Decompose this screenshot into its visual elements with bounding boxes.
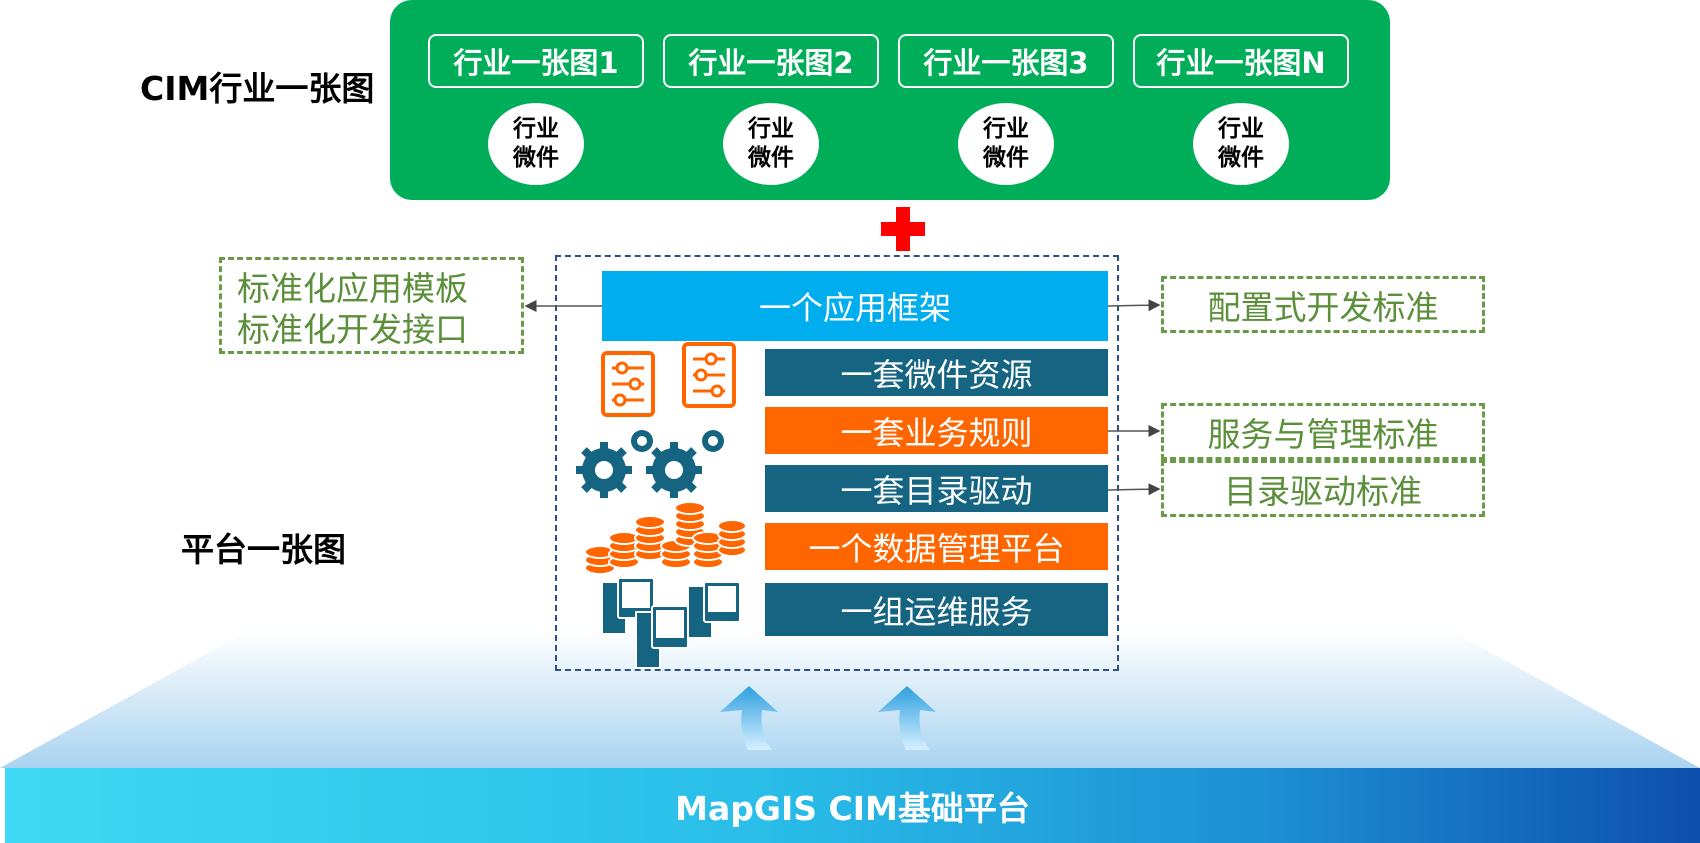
up-arrow-icon — [720, 686, 778, 750]
up-arrow-icon — [878, 686, 936, 750]
widget-text-line2: 微件 — [748, 145, 794, 171]
app-framework-bar: 一个应用框架 — [602, 271, 1108, 341]
config-standard-box: 配置式开发标准 — [1161, 276, 1485, 333]
layer-rules: 一套业务规则 — [765, 407, 1108, 454]
gears-icon — [576, 430, 724, 498]
catalog-standard-box: 目录驱动标准 — [1161, 460, 1485, 517]
widget-text-line1: 行业 — [1218, 116, 1264, 142]
platform-map-label: 平台一张图 — [181, 530, 346, 569]
layer-ops: 一组运维服务 — [765, 583, 1108, 636]
widget-text-line2: 微件 — [983, 145, 1029, 171]
standardized-template-box: 标准化应用模板 标准化开发接口 — [219, 257, 524, 354]
platform-frame — [555, 255, 1119, 671]
arrow-to-config-standard — [1107, 299, 1161, 312]
industry-widget-n: 行业 微件 — [1193, 103, 1289, 185]
layer-widgets: 一套微件资源 — [765, 349, 1108, 396]
standard-interface-text: 标准化开发接口 — [237, 310, 468, 349]
plus-icon — [881, 207, 925, 251]
layer-data-platform: 一个数据管理平台 — [765, 523, 1108, 570]
widget-text-line1: 行业 — [748, 116, 794, 142]
arrow-to-catalog-standard — [1107, 483, 1161, 496]
industry-map-1: 行业一张图1 — [428, 34, 644, 88]
base-glow — [0, 630, 1700, 768]
industry-widget-1: 行业 微件 — [488, 103, 584, 185]
industry-map-panel: 行业一张图1 行业一张图2 行业一张图3 行业一张图N 行业 微件 行业 微件 … — [390, 0, 1390, 200]
industry-map-3: 行业一张图3 — [898, 34, 1114, 88]
service-standard-box: 服务与管理标准 — [1161, 403, 1485, 460]
layer-catalog: 一套目录驱动 — [765, 465, 1108, 512]
server-icon — [601, 577, 741, 669]
settings-panel-icon — [601, 351, 655, 417]
coin-stacks-icon — [584, 501, 747, 575]
widget-text-line2: 微件 — [513, 145, 559, 171]
industry-map-label: CIM行业一张图 — [140, 69, 375, 108]
industry-widget-3: 行业 微件 — [958, 103, 1054, 185]
standard-template-text: 标准化应用模板 — [237, 269, 468, 308]
industry-map-2: 行业一张图2 — [663, 34, 879, 88]
widget-text-line1: 行业 — [983, 116, 1029, 142]
settings-panel-icon — [682, 342, 736, 408]
industry-map-n: 行业一张图N — [1133, 34, 1349, 88]
widget-text-line1: 行业 — [513, 116, 559, 142]
base-platform-bar: MapGIS CIM基础平台 — [5, 768, 1700, 843]
industry-widget-2: 行业 微件 — [723, 103, 819, 185]
widget-text-line2: 微件 — [1218, 145, 1264, 171]
